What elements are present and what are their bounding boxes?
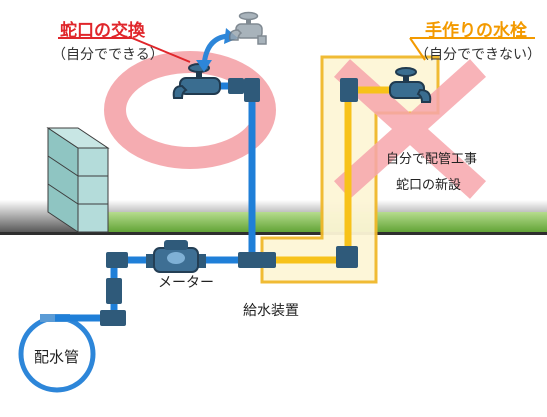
- yellow-pipe-joints: [262, 78, 358, 268]
- swap-arrow-head-bottom: [196, 60, 212, 72]
- meter-label: メーター: [158, 275, 214, 291]
- new-faucet-icon: [228, 11, 267, 45]
- left-option-subtitle: （自分でできる）: [52, 47, 164, 63]
- ok-circle-mark: [104, 51, 276, 169]
- right-option-title: 手作りの水栓: [425, 21, 527, 41]
- faucet-icon: [172, 63, 221, 99]
- note-line-1: 自分で配管工事: [386, 152, 478, 167]
- ground-line: [0, 232, 547, 235]
- right-title-leader: [409, 37, 426, 61]
- left-option-title: 蛇口の交換: [60, 21, 145, 41]
- supply-equipment-label: 給水装置: [243, 303, 299, 319]
- note-line-2: 蛇口の新設: [396, 178, 462, 193]
- pipe-joints: [100, 78, 264, 326]
- diy-faucet-icon: [389, 67, 432, 103]
- left-title-leader: [131, 37, 191, 63]
- water-meter-icon: [146, 240, 206, 273]
- block-wall: [46, 127, 110, 233]
- right-option-subtitle: （自分でできない）: [415, 47, 541, 63]
- water-main-label: 配水管: [34, 348, 80, 366]
